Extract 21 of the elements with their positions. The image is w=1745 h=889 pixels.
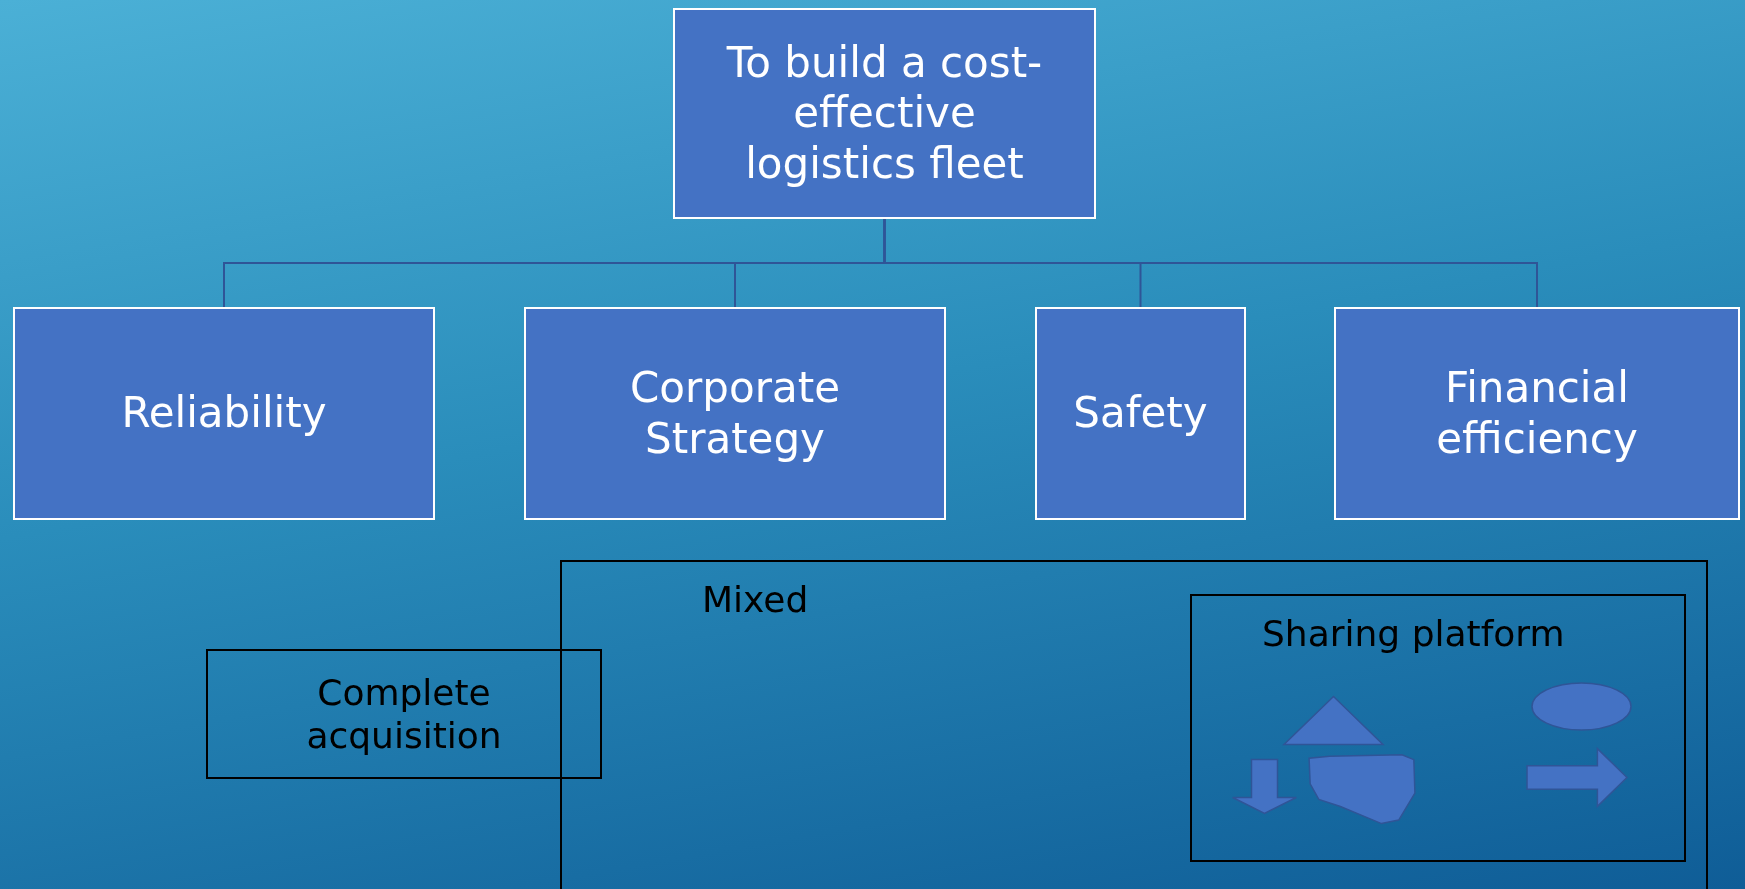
option-box xyxy=(206,649,602,779)
category-box xyxy=(524,307,946,520)
box-label: Safety xyxy=(1073,388,1208,439)
box-label: Reliability xyxy=(121,388,327,439)
option-label: Complete acquisition xyxy=(305,670,503,758)
blob-shape xyxy=(1308,754,1416,825)
category-box xyxy=(1035,307,1246,520)
frame-label: Sharing platform xyxy=(1262,612,1565,656)
option-frame xyxy=(560,560,1708,889)
option-frame xyxy=(1190,594,1686,862)
triangle-shape xyxy=(1283,696,1384,745)
frame-label: Mixed xyxy=(702,578,809,622)
category-box xyxy=(13,307,435,520)
box-label: To build a cost-effective logistics fleet xyxy=(725,37,1044,190)
box-label: Corporate Strategy xyxy=(629,363,841,464)
category-box xyxy=(1334,307,1740,520)
arrow-shape xyxy=(1232,759,1297,814)
ellipse-shape xyxy=(1531,682,1632,731)
arrow-shape xyxy=(1526,748,1628,807)
box-label: Financial efficiency xyxy=(1435,363,1639,464)
top-goal-box xyxy=(673,8,1096,219)
